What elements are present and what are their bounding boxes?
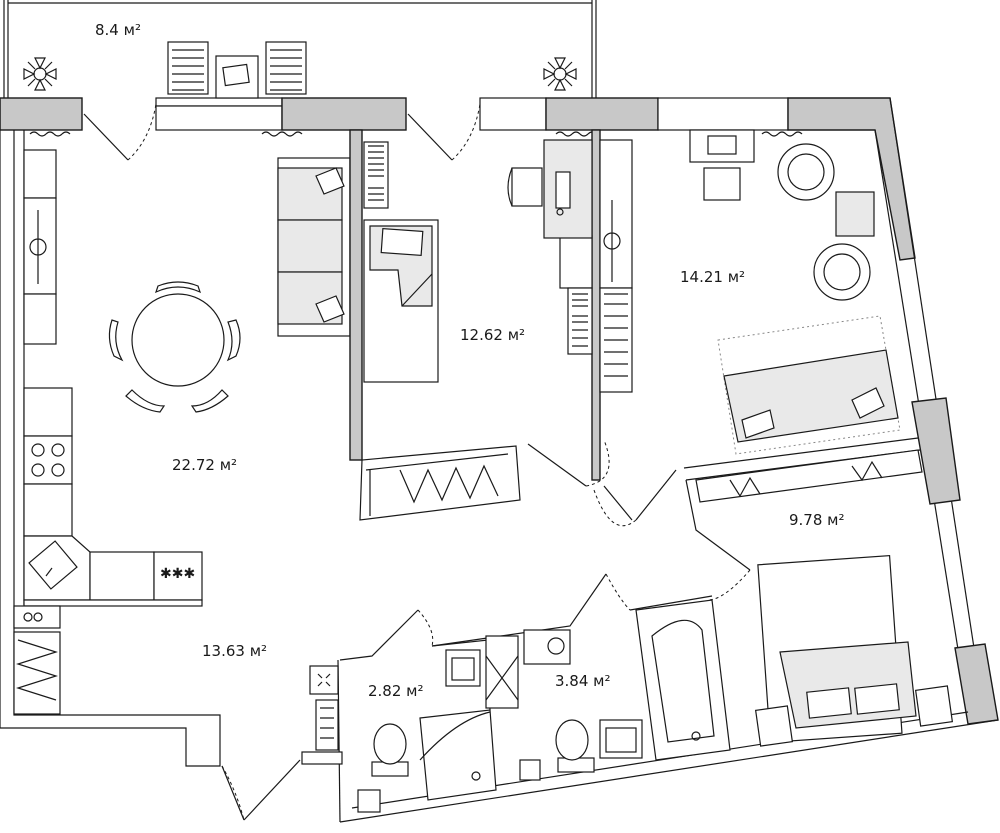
sink-icon [599, 719, 643, 759]
toilet-icon [555, 719, 595, 773]
balcony [0, 0, 803, 161]
bathtub-icon [635, 599, 731, 761]
bedroom-3: 9.78 м² [695, 449, 954, 747]
area-label-balcony: 8.4 м² [95, 21, 141, 39]
bed-icon [363, 219, 439, 383]
plant-icon [23, 57, 57, 91]
area-label-bedroom-3: 9.78 м² [789, 511, 845, 529]
area-label-bathroom: 3.84 м² [555, 672, 611, 690]
stove-icon [23, 435, 73, 485]
armchair-icon [777, 143, 875, 301]
wc: 2.82 м² [357, 635, 519, 813]
area-label-bedroom-2: 14.21 м² [680, 268, 745, 286]
bathroom: 3.84 м² [519, 599, 731, 781]
hallway: 13.63 м² [13, 605, 343, 821]
desk-icon [507, 139, 593, 239]
laptop-icon [689, 129, 755, 201]
area-label-wc: 2.82 м² [368, 682, 424, 700]
desk-icon [695, 449, 923, 503]
sink-icon [445, 649, 481, 687]
shelf-icon [567, 287, 633, 393]
sofa-icon [277, 157, 351, 337]
dining-table-icon [108, 281, 241, 413]
area-label-hallway: 13.63 м² [202, 642, 267, 660]
shower-icon [419, 709, 497, 801]
area-label-kitchen-living: 22.72 м² [172, 456, 237, 474]
sink-icon [23, 535, 91, 601]
bed-icon [757, 554, 917, 744]
washing-machine-icon [523, 629, 571, 665]
kitchen-living: ✱✱✱ 22.72 м² [23, 149, 351, 607]
table-icon [215, 55, 259, 99]
toilet-icon [371, 723, 409, 777]
plant-icon [543, 57, 577, 91]
svg-text:✱✱✱: ✱✱✱ [160, 566, 195, 582]
sofa-icon [717, 315, 901, 455]
bedroom-2: 14.21 м² [507, 129, 901, 455]
bedroom-1: 12.62 м² [363, 141, 593, 383]
area-label-bedroom-1: 12.62 м² [460, 326, 525, 344]
deck-chair-icon [167, 41, 209, 95]
shelf-icon [363, 141, 389, 209]
deck-chair-icon [265, 41, 307, 95]
